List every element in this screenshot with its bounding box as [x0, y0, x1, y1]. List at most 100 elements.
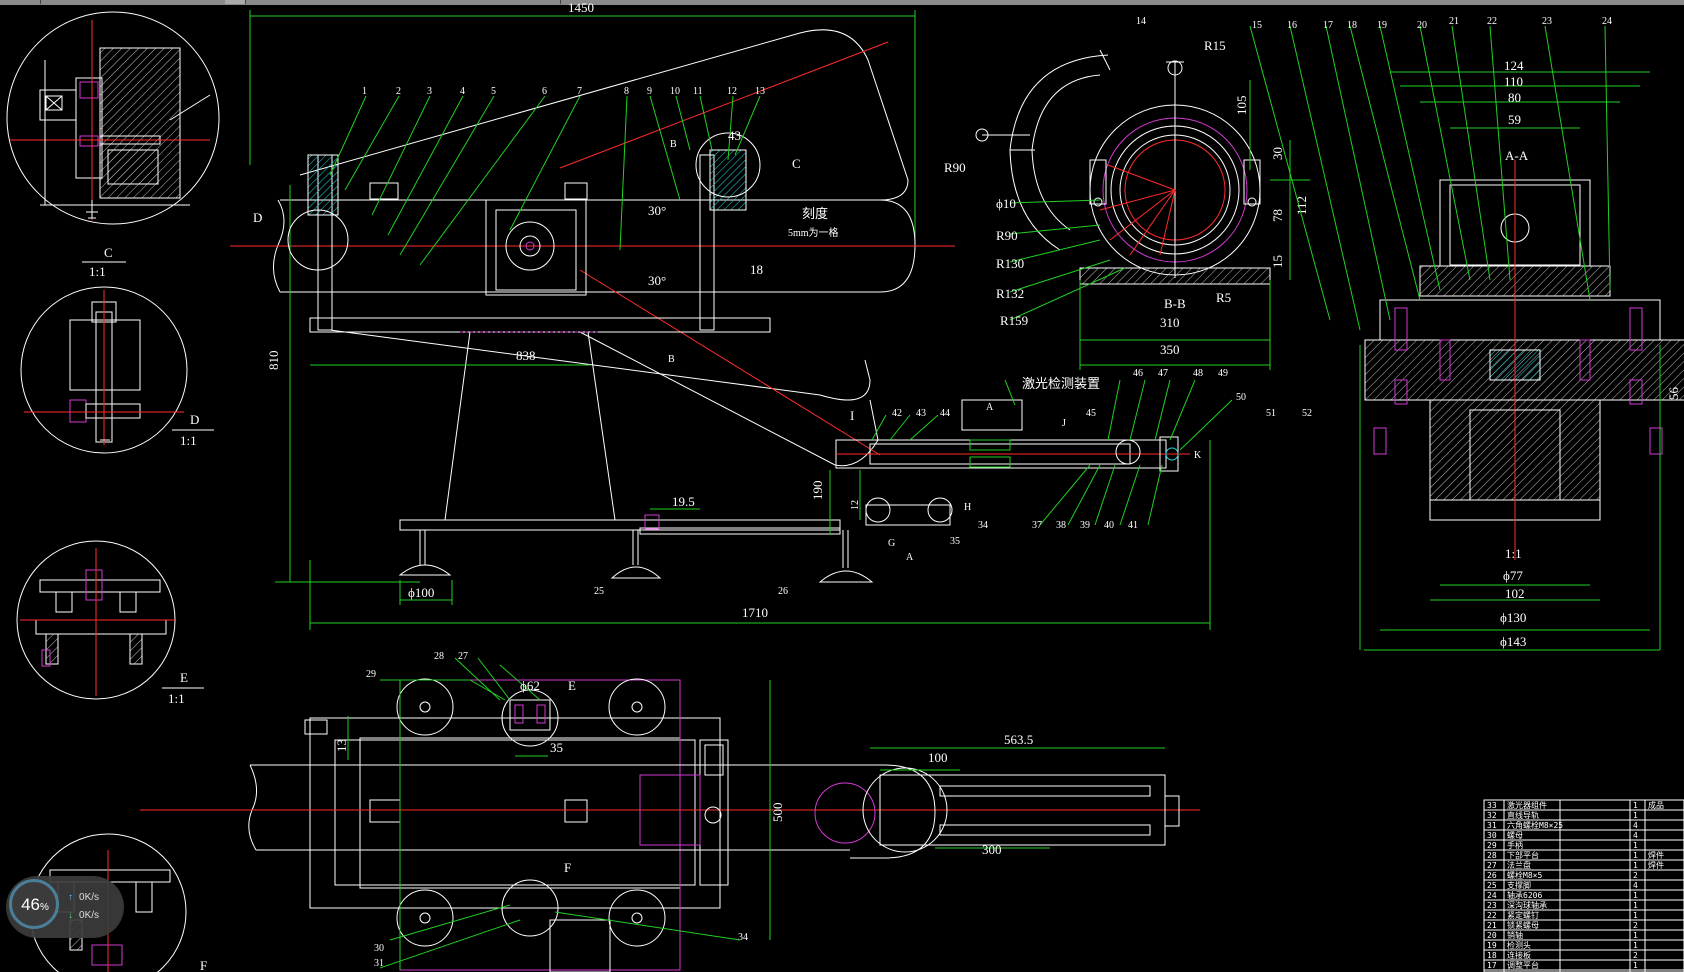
bom-cell: 4	[1633, 821, 1638, 830]
balloon-15: 15	[1252, 20, 1262, 31]
section-b-b-view	[975, 49, 1310, 370]
balloon-20: 20	[1417, 20, 1427, 31]
bom-cell: 紧定螺钉	[1507, 910, 1539, 920]
section-a-label: A-A	[1505, 148, 1529, 163]
balloon-37: 37	[1032, 520, 1042, 531]
bom-cell: 24	[1487, 891, 1497, 900]
balloon-27: 27	[458, 651, 468, 662]
detail-c-scale: 1:1	[89, 264, 106, 279]
detail-e-label: E	[180, 670, 188, 685]
balloon-8: 8	[624, 86, 629, 97]
balloon-11: 11	[693, 86, 703, 97]
dim-80: 80	[1508, 90, 1521, 105]
bom-cell: 4	[1633, 881, 1638, 890]
view-letter-f: F	[564, 860, 571, 875]
bom-cell: 4	[1633, 831, 1638, 840]
detail-c-label: C	[104, 245, 113, 260]
balloon-48: 48	[1193, 368, 1203, 379]
download-speed: ↓0K/s	[68, 910, 99, 921]
percent-unit: %	[40, 902, 49, 913]
dim-124: 124	[1504, 58, 1524, 73]
bom-cell: 1	[1633, 811, 1638, 820]
dim-r90: R90	[944, 160, 966, 175]
balloon-26: 26	[778, 586, 788, 597]
dim-phi77: ϕ77	[1503, 568, 1523, 583]
balloon-22: 22	[1487, 16, 1497, 27]
dim-13: 13	[334, 739, 349, 752]
bom-cell: 21	[1487, 921, 1497, 930]
balloon-52: 52	[1302, 408, 1312, 419]
dim-19-5: 19.5	[672, 494, 695, 509]
network-speed-widget[interactable]: 46% ↑0K/s ↓0K/s	[6, 876, 124, 938]
balloon-2: 2	[396, 86, 401, 97]
balloon-19: 19	[1377, 20, 1387, 31]
dim-overall-width: 1450	[568, 0, 594, 15]
balloon-43: 43	[916, 408, 926, 419]
percent-value: 46	[21, 895, 40, 914]
detail-f-label: F	[200, 958, 207, 972]
download-value: 0	[79, 910, 85, 921]
view-letter-g: G	[888, 538, 895, 549]
dim-563-5: 563.5	[1004, 732, 1033, 747]
dim-310: 310	[1160, 315, 1180, 330]
dim-1710: 1710	[742, 605, 768, 620]
bom-cell: 33	[1487, 801, 1497, 810]
balloon-38: 38	[1056, 520, 1066, 531]
balloon-24: 24	[1602, 16, 1612, 27]
dim-43: 43	[728, 128, 741, 143]
balloon-12: 12	[727, 86, 737, 97]
balloon-45: 45	[1086, 408, 1096, 419]
top-bar-segment	[500, 0, 561, 4]
bom-cell: 深沟球轴承	[1507, 900, 1547, 910]
bom-cell: 激光器组件	[1507, 800, 1547, 810]
bom-cell: 1	[1633, 911, 1638, 920]
view-letter-e: E	[568, 678, 576, 693]
bom-cell: 连接板	[1507, 950, 1531, 960]
dim-plan-100: 100	[928, 750, 948, 765]
dim-r15: R15	[1204, 38, 1226, 53]
balloon-14: 14	[1136, 16, 1146, 27]
bom-cell: 直线导轨	[1507, 810, 1539, 820]
dim-56: 56	[1666, 387, 1681, 401]
bom-cell: 支撑脚	[1507, 880, 1531, 890]
bom-cell: 1	[1633, 941, 1638, 950]
bom-cell: 螺栓M8×5	[1507, 870, 1542, 880]
bom-cell: 螺母	[1507, 830, 1523, 840]
dim-350: 350	[1160, 342, 1180, 357]
dim-78: 78	[1270, 209, 1285, 222]
plan-view	[140, 657, 1200, 972]
balloon-1: 1	[362, 86, 367, 97]
view-letter-j: J	[1062, 418, 1066, 429]
balloon-29: 29	[366, 669, 376, 680]
balloon-41: 41	[1128, 520, 1138, 531]
dim-110: 110	[1504, 74, 1523, 89]
detail-view-e	[16, 540, 176, 700]
balloon-30: 30	[374, 943, 384, 954]
bom-cell: 22	[1487, 911, 1497, 920]
balloon-47: 47	[1158, 368, 1168, 379]
balloon-34b: 34	[978, 520, 988, 531]
bom-cell: 25	[1487, 881, 1497, 890]
balloon-numbers-right: 14 15 16 17 18 19 20 21 22 23 24	[1136, 16, 1612, 31]
dim-112: 112	[1294, 196, 1309, 215]
bom-cell: 下部平台	[1507, 850, 1539, 860]
dim-300: 300	[982, 842, 1002, 857]
dim-190: 190	[810, 481, 825, 501]
bom-cell: 18	[1487, 951, 1497, 960]
balloon-numbers-top: 1 2 3 4 5 6 7 8 9 10 11 12 13	[362, 86, 765, 97]
scale-note-title: 刻度	[802, 206, 828, 221]
laser-device-label: 激光检测装置	[1022, 376, 1100, 391]
detail-e-scale: 1:1	[168, 691, 185, 706]
bom-cell: 1	[1633, 841, 1638, 850]
balloon-39: 39	[1080, 520, 1090, 531]
balloon-3: 3	[427, 86, 432, 97]
memory-usage-percent: 46%	[12, 895, 58, 915]
bom-cell: 29	[1487, 841, 1497, 850]
dim-phi130: ϕ130	[1500, 610, 1526, 625]
balloon-34: 34	[738, 932, 748, 943]
top-bar-segment	[0, 0, 41, 4]
bom-cell: 2	[1633, 951, 1638, 960]
bom-cell: 焊件	[1648, 850, 1664, 860]
